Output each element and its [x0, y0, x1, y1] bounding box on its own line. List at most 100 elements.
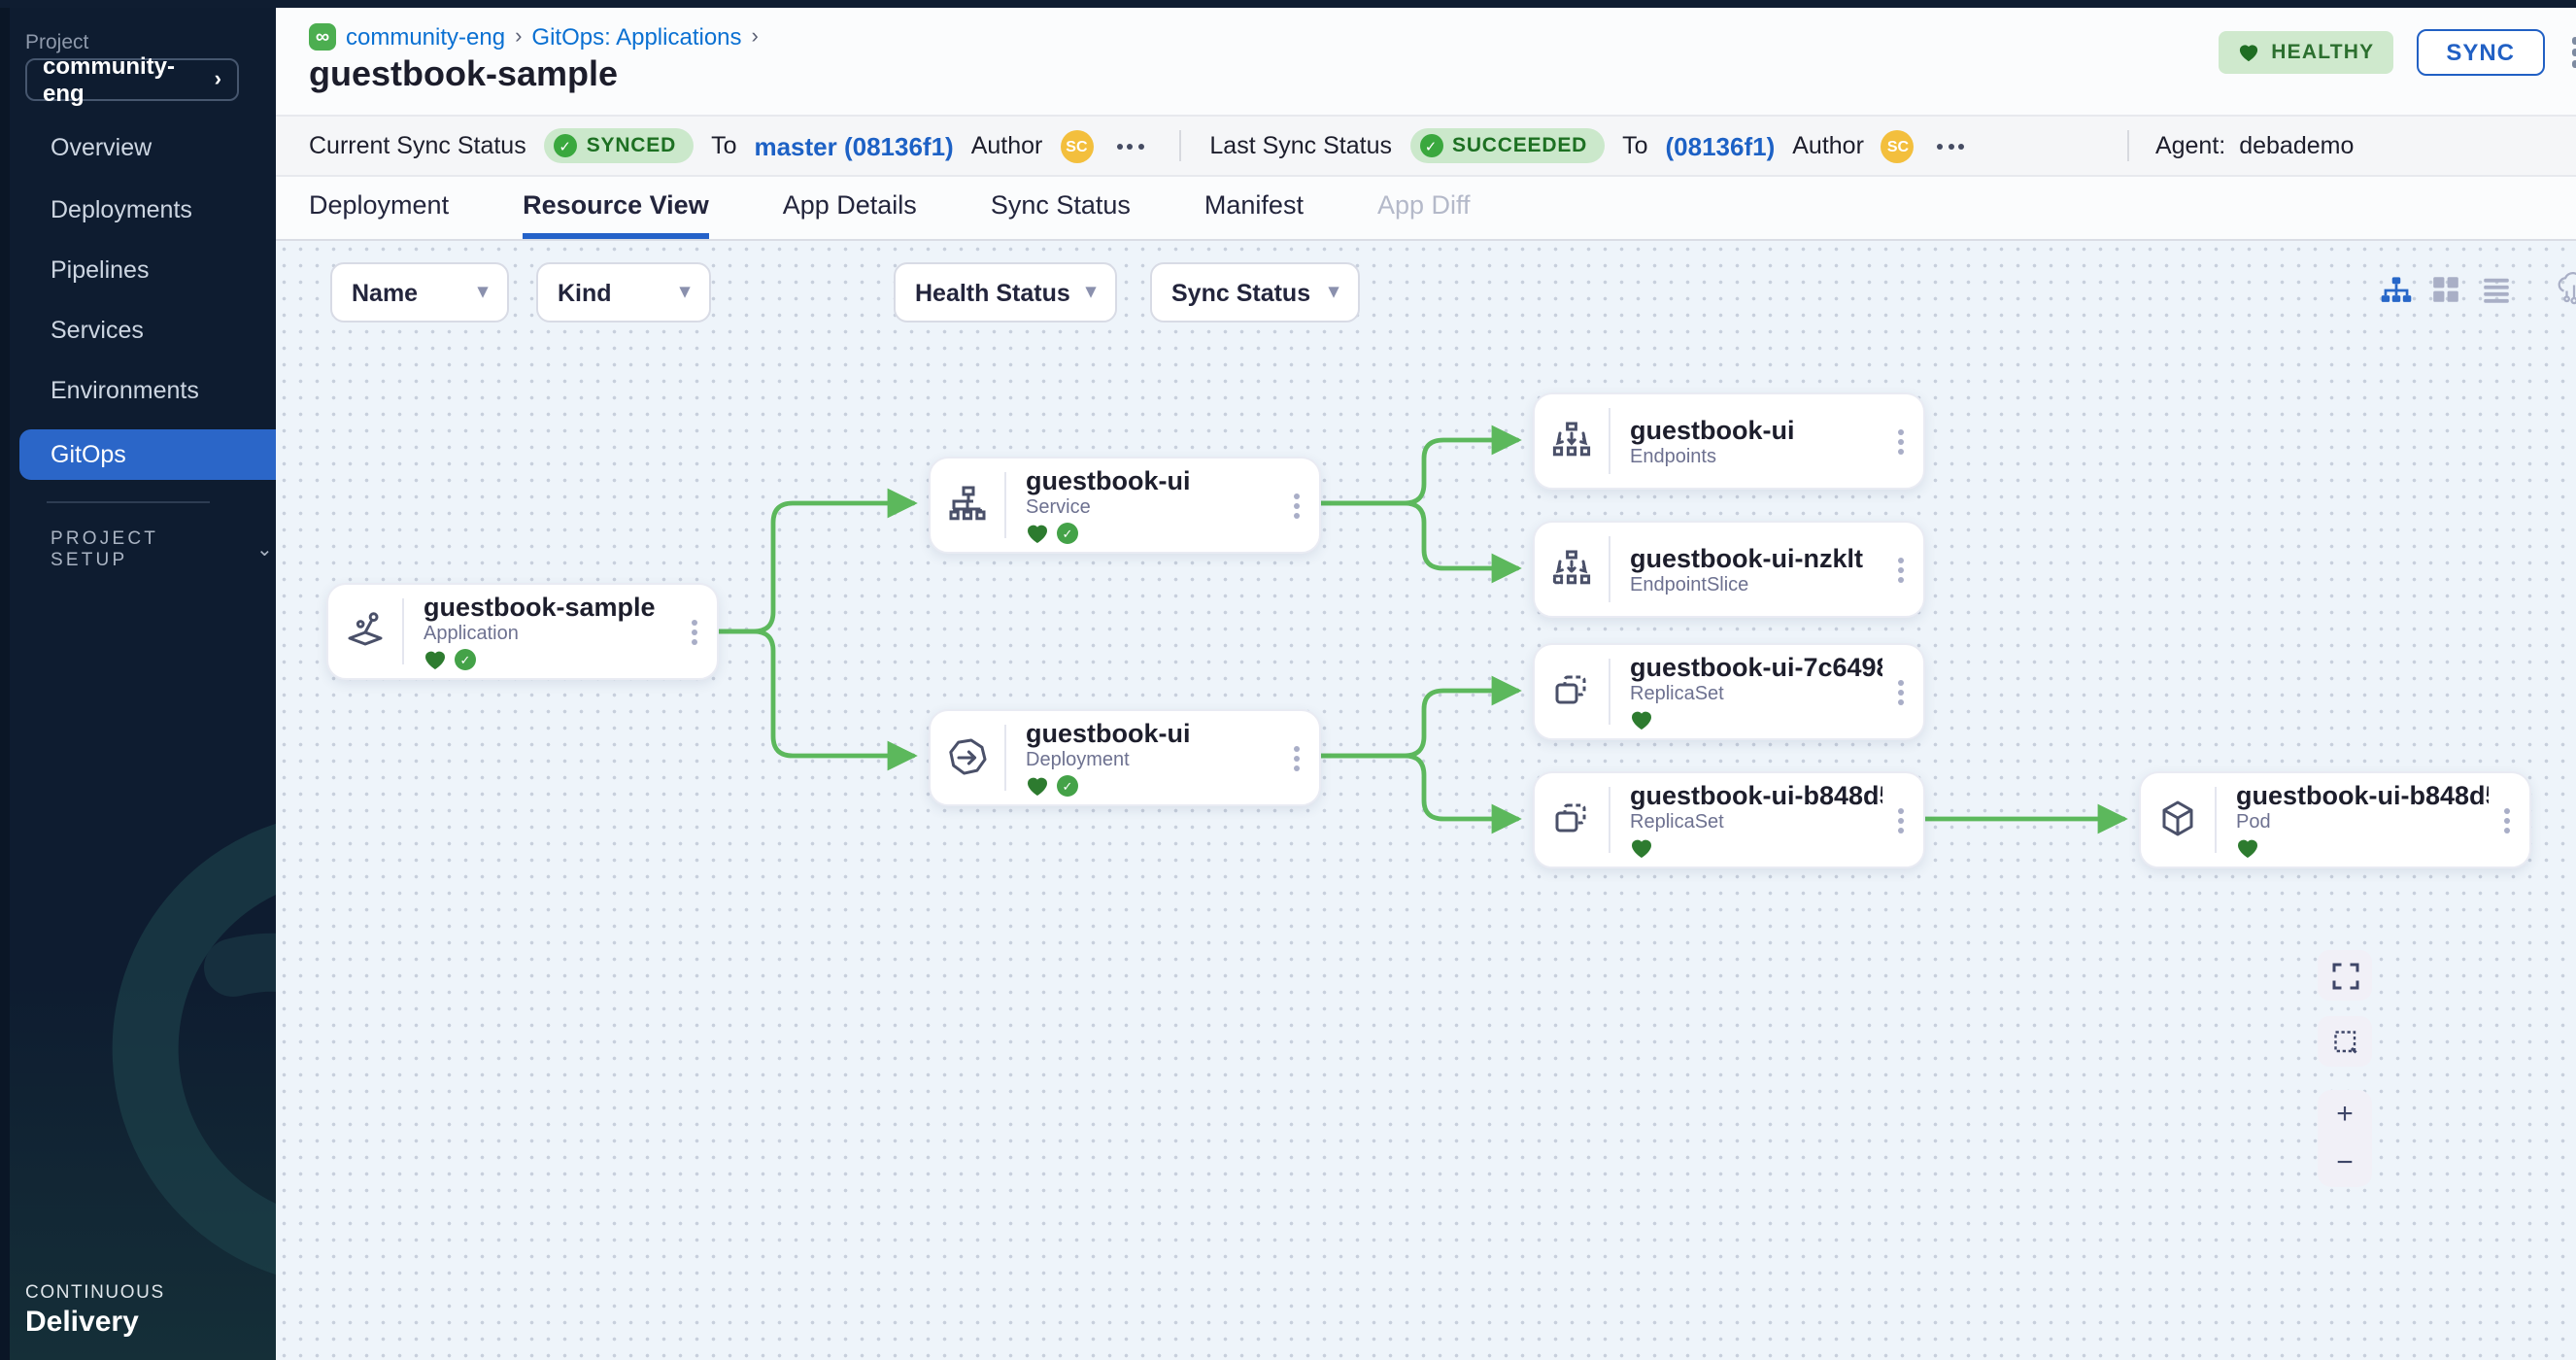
- to-label: To: [1622, 132, 1647, 159]
- brand-line-2: Delivery: [25, 1306, 165, 1339]
- node-kind: ReplicaSet: [1630, 684, 1882, 705]
- tab-app-diff[interactable]: App Diff: [1377, 177, 1471, 239]
- more-options-icon[interactable]: [1932, 139, 1971, 153]
- project-label: Project: [25, 31, 88, 54]
- node-service[interactable]: guestbook-ui Service ✓: [929, 457, 1321, 554]
- sync-button[interactable]: SYNC: [2417, 29, 2544, 76]
- author-label: Author: [971, 132, 1043, 159]
- tab-bar: Deployment Resource View App Details Syn…: [276, 177, 2576, 241]
- pod-icon: [2141, 797, 2215, 843]
- page-title: guestbook-sample: [309, 54, 618, 95]
- sidebar-item-label: Deployments: [51, 196, 192, 223]
- divider: [2128, 130, 2130, 161]
- agent-value: debademo: [2239, 132, 2354, 159]
- tab-sync-status[interactable]: Sync Status: [991, 177, 1131, 239]
- node-status: [1630, 709, 1882, 731]
- tab-deployment[interactable]: Deployment: [309, 177, 449, 239]
- tab-resource-view[interactable]: Resource View: [523, 177, 709, 239]
- node-replicaset-7c64987dc9[interactable]: guestbook-ui-7c64987dc9 ReplicaSet: [1533, 643, 1925, 740]
- brand-swirl-graphic: [0, 738, 276, 1360]
- more-options-icon[interactable]: [1110, 139, 1149, 153]
- author-label: Author: [1792, 132, 1864, 159]
- node-replicaset-b848d5d9d[interactable]: guestbook-ui-b848d5d9d ReplicaSet: [1533, 771, 1925, 868]
- node-menu-icon[interactable]: [1286, 737, 1307, 778]
- synced-badge: ✓ SYNCED: [544, 128, 694, 163]
- window-top-edge: [0, 0, 2576, 8]
- node-application[interactable]: guestbook-sample Application ✓: [326, 583, 719, 680]
- node-menu-icon[interactable]: [2496, 799, 2518, 840]
- sidebar-item-gitops[interactable]: GitOps: [19, 429, 276, 480]
- healthy-heart-icon: [1026, 523, 1049, 544]
- agent-info: Agent: debademo: [2117, 130, 2354, 161]
- project-selector-value: community-eng: [43, 52, 215, 107]
- sidebar-item-label: Pipelines: [51, 256, 149, 284]
- chevron-down-icon: ⌄: [256, 539, 276, 561]
- synced-check-icon: ✓: [1057, 523, 1078, 544]
- node-kind: Endpoints: [1630, 446, 1882, 467]
- sync-status-bar: Current Sync Status ✓ SYNCED To master (…: [276, 115, 2576, 177]
- last-sync-label: Last Sync Status: [1209, 132, 1392, 159]
- more-options-icon[interactable]: [2567, 34, 2576, 72]
- tab-app-details[interactable]: App Details: [783, 177, 917, 239]
- node-menu-icon[interactable]: [1286, 485, 1307, 526]
- node-kind: ReplicaSet: [1630, 812, 1882, 833]
- replicaset-icon: [1535, 668, 1609, 715]
- author-avatar[interactable]: SC: [1881, 129, 1915, 162]
- node-deployment[interactable]: guestbook-ui Deployment ✓: [929, 709, 1321, 806]
- breadcrumb-section-link[interactable]: GitOps: Applications: [531, 23, 741, 51]
- agent-label: Agent:: [2155, 132, 2225, 159]
- node-menu-icon[interactable]: [1890, 671, 1912, 712]
- marquee-select-button[interactable]: [2318, 1016, 2372, 1067]
- node-menu-icon[interactable]: [1890, 549, 1912, 590]
- replicaset-icon: [1535, 797, 1609, 843]
- health-badge-label: HEALTHY: [2271, 41, 2374, 64]
- last-target-link[interactable]: (08136f1): [1666, 131, 1776, 160]
- sidebar-item-label: Services: [51, 317, 144, 344]
- zoom-in-button[interactable]: +: [2336, 1100, 2354, 1129]
- sidebar: Project community-eng › Overview Deploym…: [0, 0, 276, 1360]
- node-title: guestbook-ui-nzklt: [1630, 543, 1882, 572]
- sidebar-item-services[interactable]: Services: [0, 305, 276, 356]
- project-setup-label: PROJECT SETUP: [51, 528, 237, 571]
- heart-icon: [2238, 43, 2259, 62]
- succeeded-badge: ✓ SUCCEEDED: [1409, 128, 1605, 163]
- node-endpointslice[interactable]: guestbook-ui-nzklt EndpointSlice: [1533, 521, 1925, 618]
- tab-manifest[interactable]: Manifest: [1204, 177, 1304, 239]
- node-status: ✓: [424, 649, 676, 670]
- breadcrumb-separator: ›: [515, 25, 522, 49]
- node-menu-icon[interactable]: [1890, 799, 1912, 840]
- node-endpoints[interactable]: guestbook-ui Endpoints: [1533, 392, 1925, 490]
- current-target-link[interactable]: master (08136f1): [754, 131, 953, 160]
- divider: [1178, 130, 1180, 161]
- node-title: guestbook-ui: [1630, 415, 1882, 444]
- health-status-badge: HEALTHY: [2219, 31, 2393, 74]
- endpointslice-icon: [1535, 546, 1609, 593]
- node-pod[interactable]: guestbook-ui-b848d5d9... Pod: [2139, 771, 2531, 868]
- author-avatar[interactable]: SC: [1060, 129, 1093, 162]
- deployment-icon: [931, 734, 1004, 781]
- fit-to-screen-button[interactable]: [2318, 950, 2372, 1001]
- breadcrumb-project-link[interactable]: community-eng: [346, 23, 505, 51]
- resource-tree-canvas[interactable]: Name▾ Kind▾ Health Status▾ Sync Status▾: [276, 241, 2576, 1360]
- endpoints-icon: [1535, 418, 1609, 464]
- healthy-heart-icon: [2236, 837, 2259, 859]
- node-menu-icon[interactable]: [1890, 421, 1912, 461]
- sidebar-item-deployments[interactable]: Deployments: [0, 185, 276, 235]
- project-setup-toggle[interactable]: PROJECT SETUP ⌄: [51, 528, 276, 571]
- node-title: guestbook-sample: [424, 593, 676, 622]
- sidebar-item-environments[interactable]: Environments: [0, 365, 276, 416]
- node-menu-icon[interactable]: [684, 611, 705, 652]
- sidebar-item-overview[interactable]: Overview: [0, 122, 276, 173]
- sidebar-item-label: Environments: [51, 377, 199, 404]
- sidebar-divider: [47, 501, 210, 503]
- sidebar-item-label: Overview: [51, 134, 152, 161]
- brand-line-1: CONTINUOUS: [25, 1282, 165, 1304]
- node-kind: Deployment: [1026, 750, 1278, 771]
- gitops-logo-icon: ∞: [309, 23, 336, 51]
- sidebar-item-pipelines[interactable]: Pipelines: [0, 245, 276, 295]
- service-icon: [931, 482, 1004, 528]
- zoom-out-button[interactable]: −: [2336, 1148, 2354, 1177]
- application-icon: [328, 608, 402, 655]
- project-selector[interactable]: community-eng ›: [25, 58, 239, 101]
